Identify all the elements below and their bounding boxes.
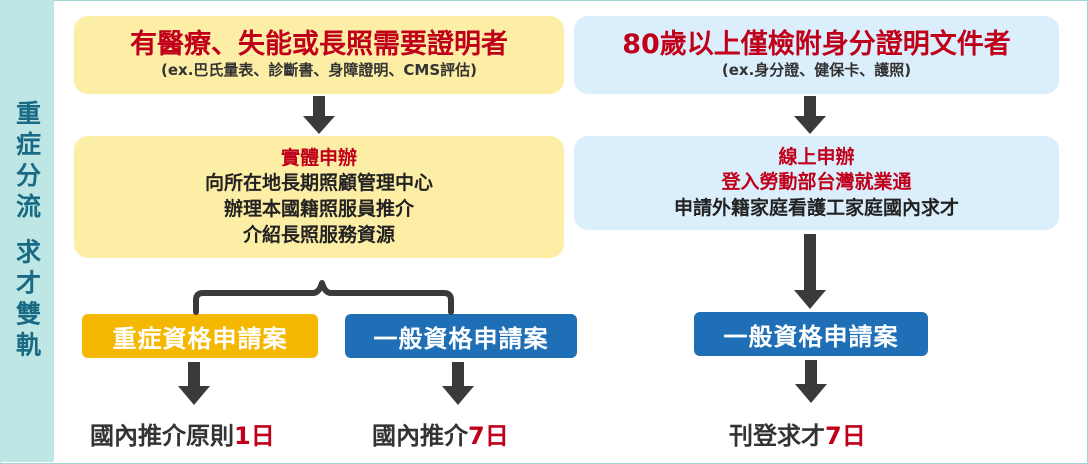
right-middle-line-red: 登入勞動部台灣就業通 bbox=[721, 171, 912, 194]
down-arrow-icon bbox=[303, 96, 335, 134]
left-middle-line: 辦理本國籍照服員推介 bbox=[223, 198, 414, 220]
result-days: 7日 bbox=[825, 422, 866, 450]
down-arrow-icon bbox=[442, 362, 474, 405]
result-text: 國內推介 bbox=[372, 422, 468, 450]
right-middle-line-dark: 申請外籍家庭看護工家庭國內求才 bbox=[673, 196, 959, 219]
left-result-general: 國內推介7日 bbox=[372, 416, 509, 451]
down-arrow-icon bbox=[794, 234, 826, 309]
right-result: 刊登求才7日 bbox=[729, 416, 866, 451]
left-top-subtitle: (ex.巴氏量表、診斷書、身障證明、CMS評估) bbox=[161, 61, 477, 80]
split-bracket-icon bbox=[193, 280, 454, 315]
general-application-pill-right: 一般資格申請案 bbox=[694, 312, 928, 356]
result-days: 1日 bbox=[234, 422, 275, 450]
left-middle-box: 實體申辦 向所在地長期照顧管理中心 辦理本國籍照服員推介 介紹長照服務資源 bbox=[74, 136, 564, 258]
left-middle-line: 介紹長照服務資源 bbox=[242, 223, 395, 246]
left-result-severe: 國內推介原則1日 bbox=[90, 416, 275, 451]
result-text: 國內推介原則 bbox=[90, 422, 234, 450]
left-top-title: 有醫療、失能或長照需要證明者 bbox=[130, 29, 508, 61]
down-arrow-icon bbox=[178, 362, 210, 405]
side-label: 重症分流 求才雙軌 bbox=[12, 99, 42, 363]
right-middle-title: 線上申辦 bbox=[778, 145, 855, 168]
side-label-bar: 重症分流 求才雙軌 bbox=[0, 0, 54, 462]
right-top-title: 80歲以上僅檢附身分證明文件者 bbox=[622, 29, 1011, 61]
result-text: 刊登求才 bbox=[729, 422, 825, 450]
left-middle-title: 實體申辦 bbox=[280, 146, 357, 169]
right-middle-box: 線上申辦 登入勞動部台灣就業通 申請外籍家庭看護工家庭國內求才 bbox=[574, 136, 1059, 230]
severe-application-pill: 重症資格申請案 bbox=[82, 314, 318, 358]
left-middle-line: 向所在地長期照顧管理中心 bbox=[204, 172, 433, 195]
general-application-pill-left: 一般資格申請案 bbox=[345, 314, 577, 358]
down-arrow-icon bbox=[795, 360, 827, 403]
result-days: 7日 bbox=[468, 422, 509, 450]
right-top-subtitle: (ex.身分證、健保卡、護照) bbox=[721, 61, 912, 80]
down-arrow-icon bbox=[794, 96, 826, 134]
right-top-box: 80歲以上僅檢附身分證明文件者 (ex.身分證、健保卡、護照) bbox=[574, 16, 1059, 94]
left-top-box: 有醫療、失能或長照需要證明者 (ex.巴氏量表、診斷書、身障證明、CMS評估) bbox=[74, 16, 564, 94]
